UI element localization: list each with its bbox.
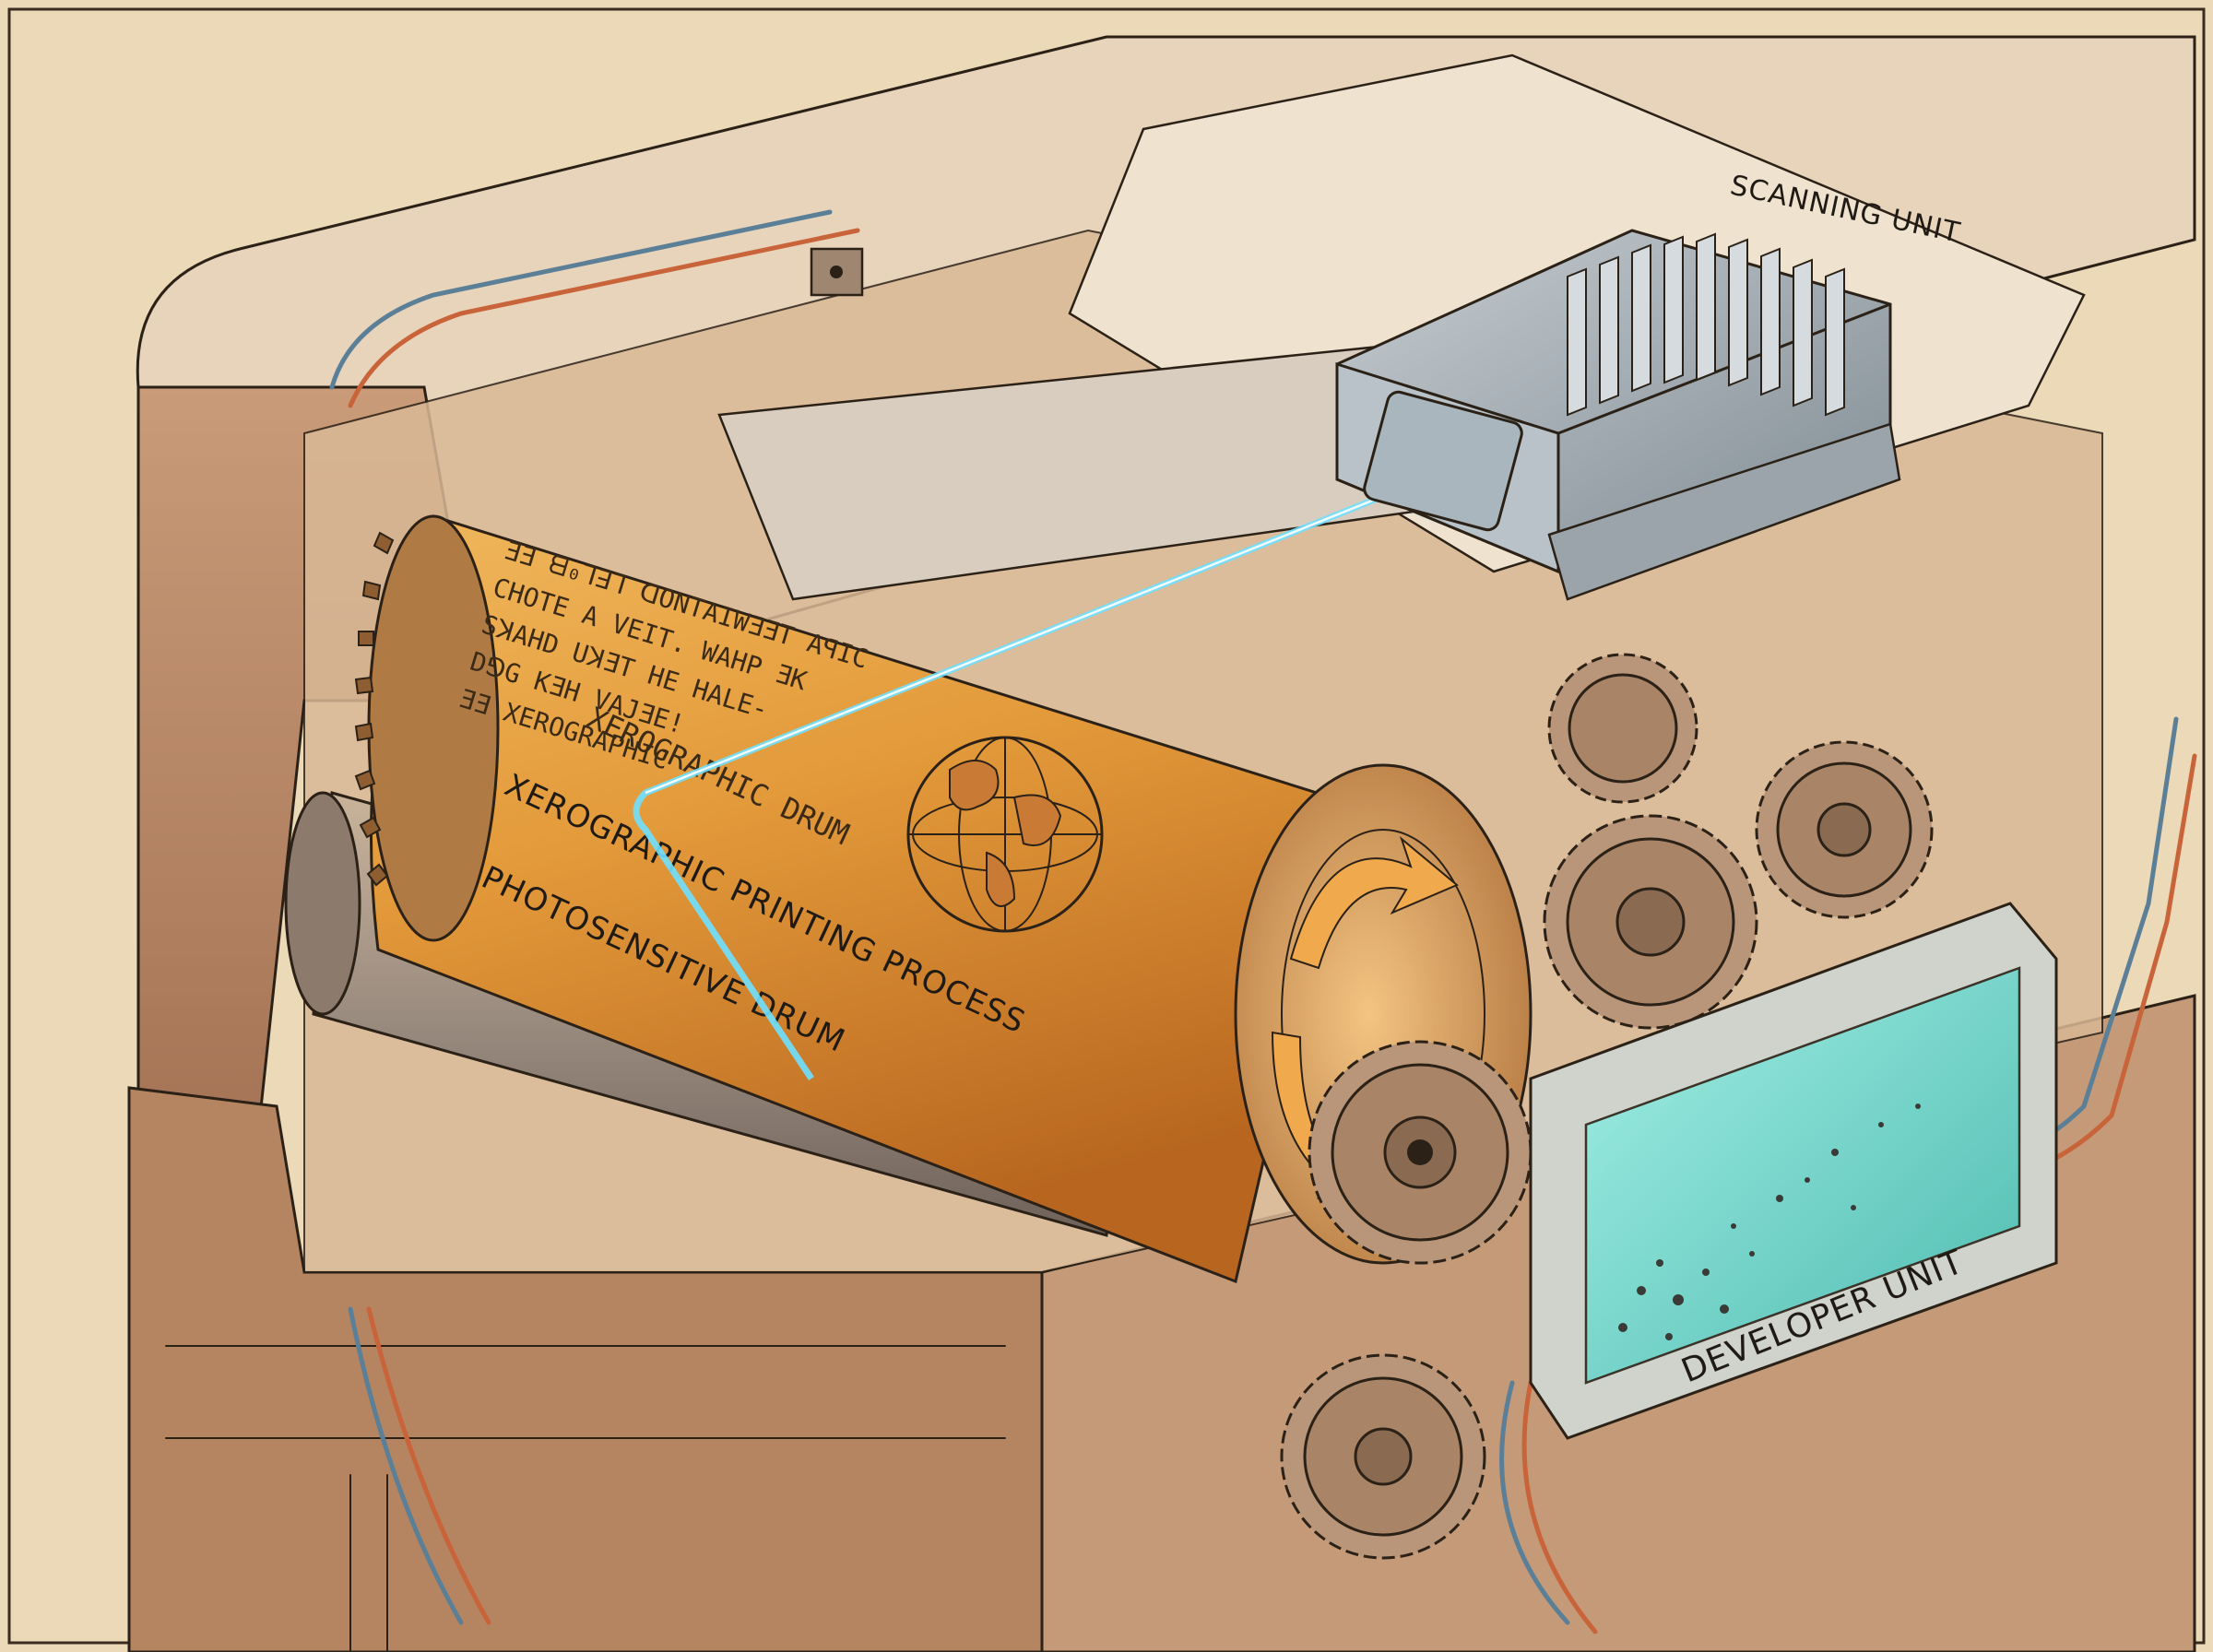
gear-icon [1547,653,1698,804]
drum-left-gear-teeth [354,531,395,887]
laser-beam [633,466,1450,1080]
bracket-screw [830,266,843,278]
drum-left-gear [367,514,500,942]
scanning-unit [1335,229,1901,601]
roller-end-cap [284,791,361,1016]
gear-icon [1543,814,1758,1030]
globe-icon [906,736,1104,933]
gear-icon [1280,1353,1486,1560]
drawer-lines [165,1345,1006,1652]
rotation-arrow-icon [1289,835,1459,970]
toner-particles [1618,1103,1921,1340]
laser-beam-core [645,468,1449,795]
gear-icon [1755,740,1934,919]
heatsink-fins [1567,232,1845,417]
gear-icon [1308,1040,1533,1265]
developer-unit [1529,902,2058,1440]
